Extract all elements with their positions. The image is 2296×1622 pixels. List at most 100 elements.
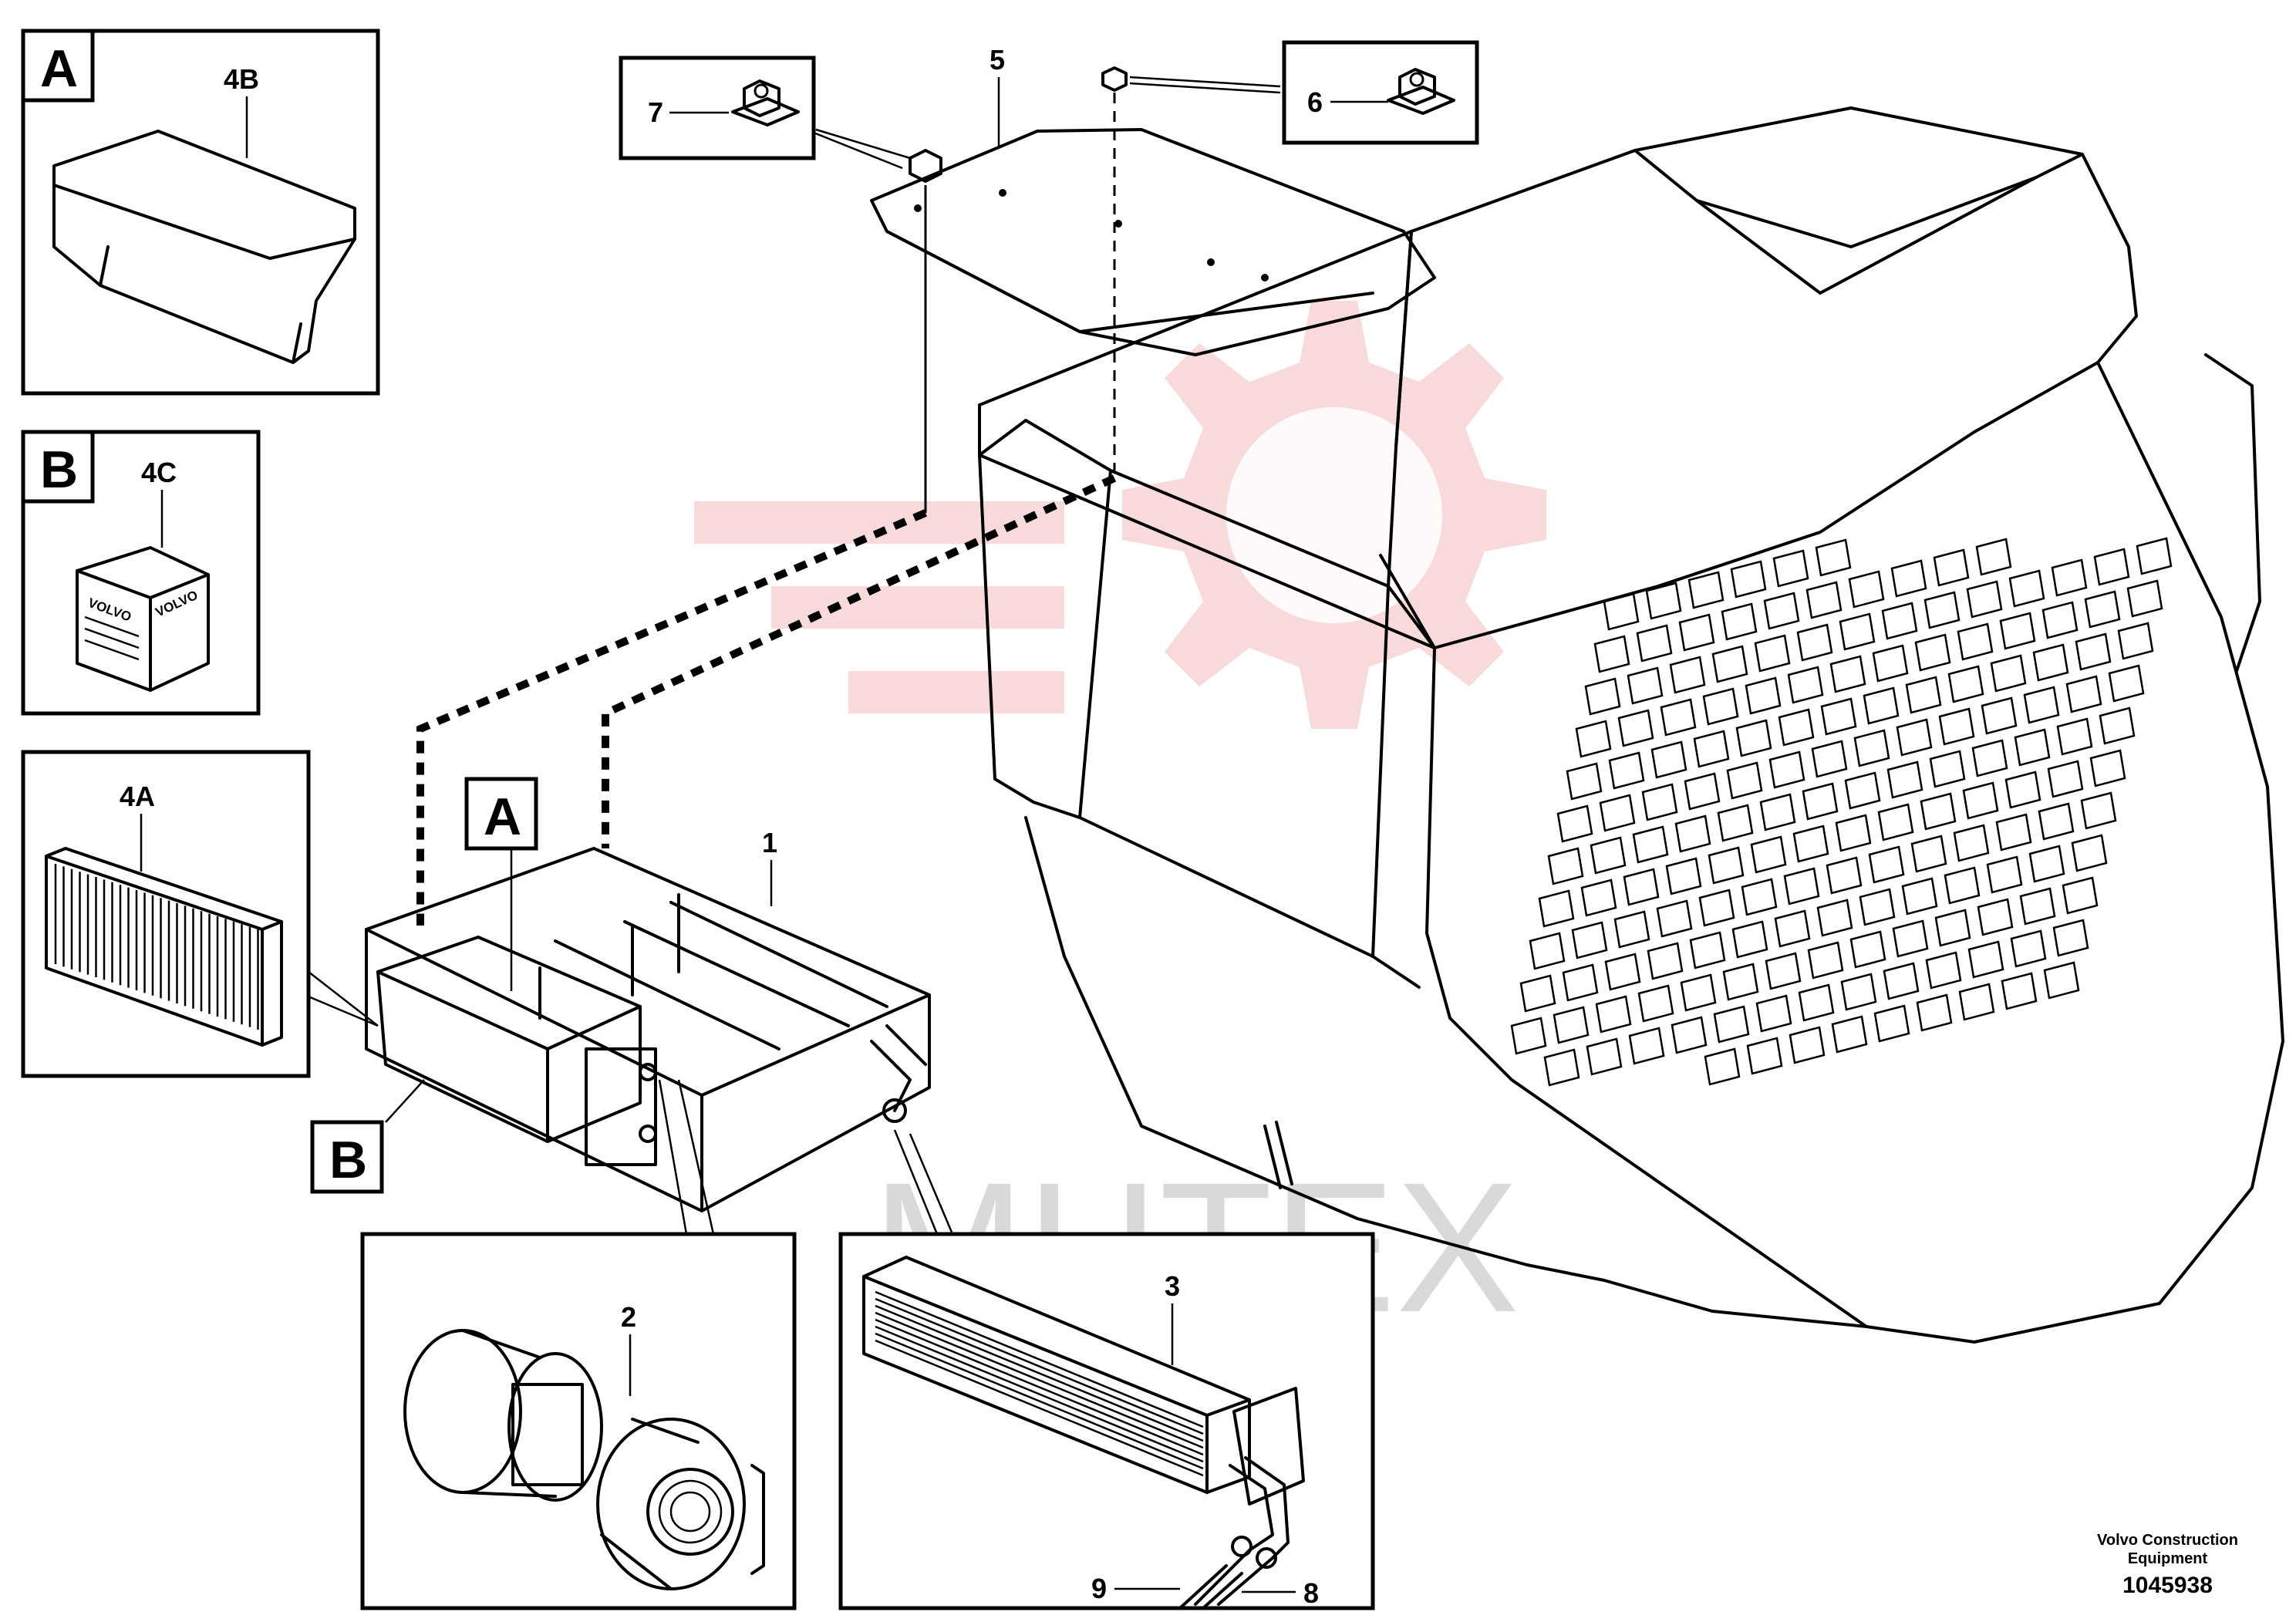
grille-cell [1575, 720, 1612, 758]
grille-cell [1883, 962, 1920, 1000]
grille-cell [2080, 791, 2117, 830]
rear-grille [1510, 537, 2173, 1087]
grille-cell [1543, 1048, 1580, 1087]
grille-cell [1763, 592, 1800, 630]
grille-cell [1529, 932, 1566, 970]
grille-cell [1910, 835, 1947, 873]
callout-box-7: 7 [619, 56, 816, 160]
grille-cell [2004, 771, 2041, 809]
grille-cell [1754, 634, 1791, 673]
drawing-line [875, 1311, 1204, 1449]
grille-cell [1746, 1037, 1783, 1075]
label-4b: 4B [224, 63, 259, 95]
grille-cell [1730, 560, 1767, 599]
grille-cell [1556, 804, 1593, 843]
grille-cell [1826, 856, 1863, 895]
grille-cell [1538, 889, 1575, 928]
grille-cell [1999, 612, 2036, 650]
label-5: 5 [990, 44, 1005, 76]
grille-cell [1768, 750, 1805, 789]
grille-cell [1562, 963, 1599, 1002]
grille-cell [1901, 877, 1938, 916]
grille-cell [2023, 686, 2060, 724]
grille-cell [1892, 919, 1929, 958]
detail-box-heater-core: 3 9 8 [838, 1232, 1375, 1610]
grille-cell [1693, 730, 1730, 768]
grille-cell [1519, 974, 1556, 1013]
drawing-line [875, 1304, 1204, 1442]
label-6: 6 [1307, 86, 1323, 118]
grille-cell [2075, 632, 2112, 671]
detail-box-4c: B 4C VOLVO VOLVO [21, 430, 261, 716]
grille-cell [1571, 921, 1608, 959]
grille-cell [1920, 792, 1957, 831]
grille-cell [2014, 728, 2051, 767]
label-3: 3 [1165, 1270, 1180, 1302]
grille-cell [1689, 931, 1726, 969]
grille-cell [1595, 995, 1632, 1034]
grille-cell [1831, 1015, 1868, 1054]
grille-cell [1759, 793, 1796, 831]
grille-cell [1848, 570, 1885, 609]
grille-cell [1886, 760, 1923, 799]
grille-cell [1665, 857, 1702, 895]
grille-cell [1916, 993, 1953, 1032]
grille-cell [1844, 771, 1881, 810]
tag-a-main: A [464, 777, 538, 851]
grille-cell [1586, 1037, 1623, 1076]
label-8: 8 [1303, 1577, 1319, 1609]
grille-cell [2108, 664, 2145, 703]
grille-cell [1774, 909, 1811, 948]
grille-cell [1798, 983, 1835, 1022]
grille-cell [1684, 772, 1721, 811]
grille-cell [2052, 919, 2089, 957]
leader-lines [304, 76, 1281, 1235]
grille-cell [1750, 835, 1787, 874]
grille-cell [1745, 676, 1782, 715]
cab-roof-assembly [978, 106, 2284, 1344]
grille-cell [1816, 899, 1853, 937]
grille-cell [1914, 633, 1951, 672]
grille-cell [1510, 1017, 1547, 1055]
tag-a-main-letter: A [484, 787, 521, 846]
detail-box-blower: 2 [360, 1232, 797, 1610]
grille-cell [1938, 707, 1975, 746]
grille-cell [1660, 698, 1697, 737]
grille-cell [1708, 846, 1745, 885]
grille-cell [2019, 887, 2056, 926]
grille-cell [1711, 645, 1748, 683]
grille-cell [1617, 709, 1654, 747]
grille-cell [1566, 762, 1603, 801]
grille-cell [2093, 548, 2130, 586]
grille-cell [1958, 983, 1995, 1021]
drawing-line [875, 1332, 1204, 1470]
grille-cell [1772, 549, 1809, 588]
tag-b-main: B [310, 1120, 384, 1194]
grille-cell [2084, 590, 2121, 629]
grille-cell [1792, 824, 1829, 863]
grille-cell [2001, 972, 2038, 1010]
callout-box-6: 6 [1282, 40, 1479, 145]
grille-cell [1977, 898, 2014, 936]
grille-cell [1944, 866, 1981, 905]
grille-cell [2041, 601, 2079, 639]
grille-cell [1975, 538, 2012, 576]
grille-cell [1971, 739, 2008, 777]
grille-cell [1717, 804, 1754, 842]
nut-on-plate-6 [1101, 66, 1128, 92]
grille-cell [2117, 622, 2154, 660]
drawing-line [875, 1325, 1204, 1463]
grille-cell [1765, 952, 1802, 990]
label-4c: 4C [141, 457, 177, 488]
grille-cell [2043, 961, 2080, 1000]
grille-cell [2062, 876, 2099, 915]
grille-cell [1603, 592, 1640, 631]
grille-cell [1702, 687, 1739, 726]
grille-cell [1934, 909, 1971, 947]
grille-cell [2056, 717, 2093, 756]
label-7: 7 [648, 96, 663, 128]
grille-cell [1957, 622, 1994, 661]
filter-holder [376, 936, 642, 1143]
grille-cell [1584, 677, 1621, 716]
grille-cell [1839, 612, 1876, 651]
